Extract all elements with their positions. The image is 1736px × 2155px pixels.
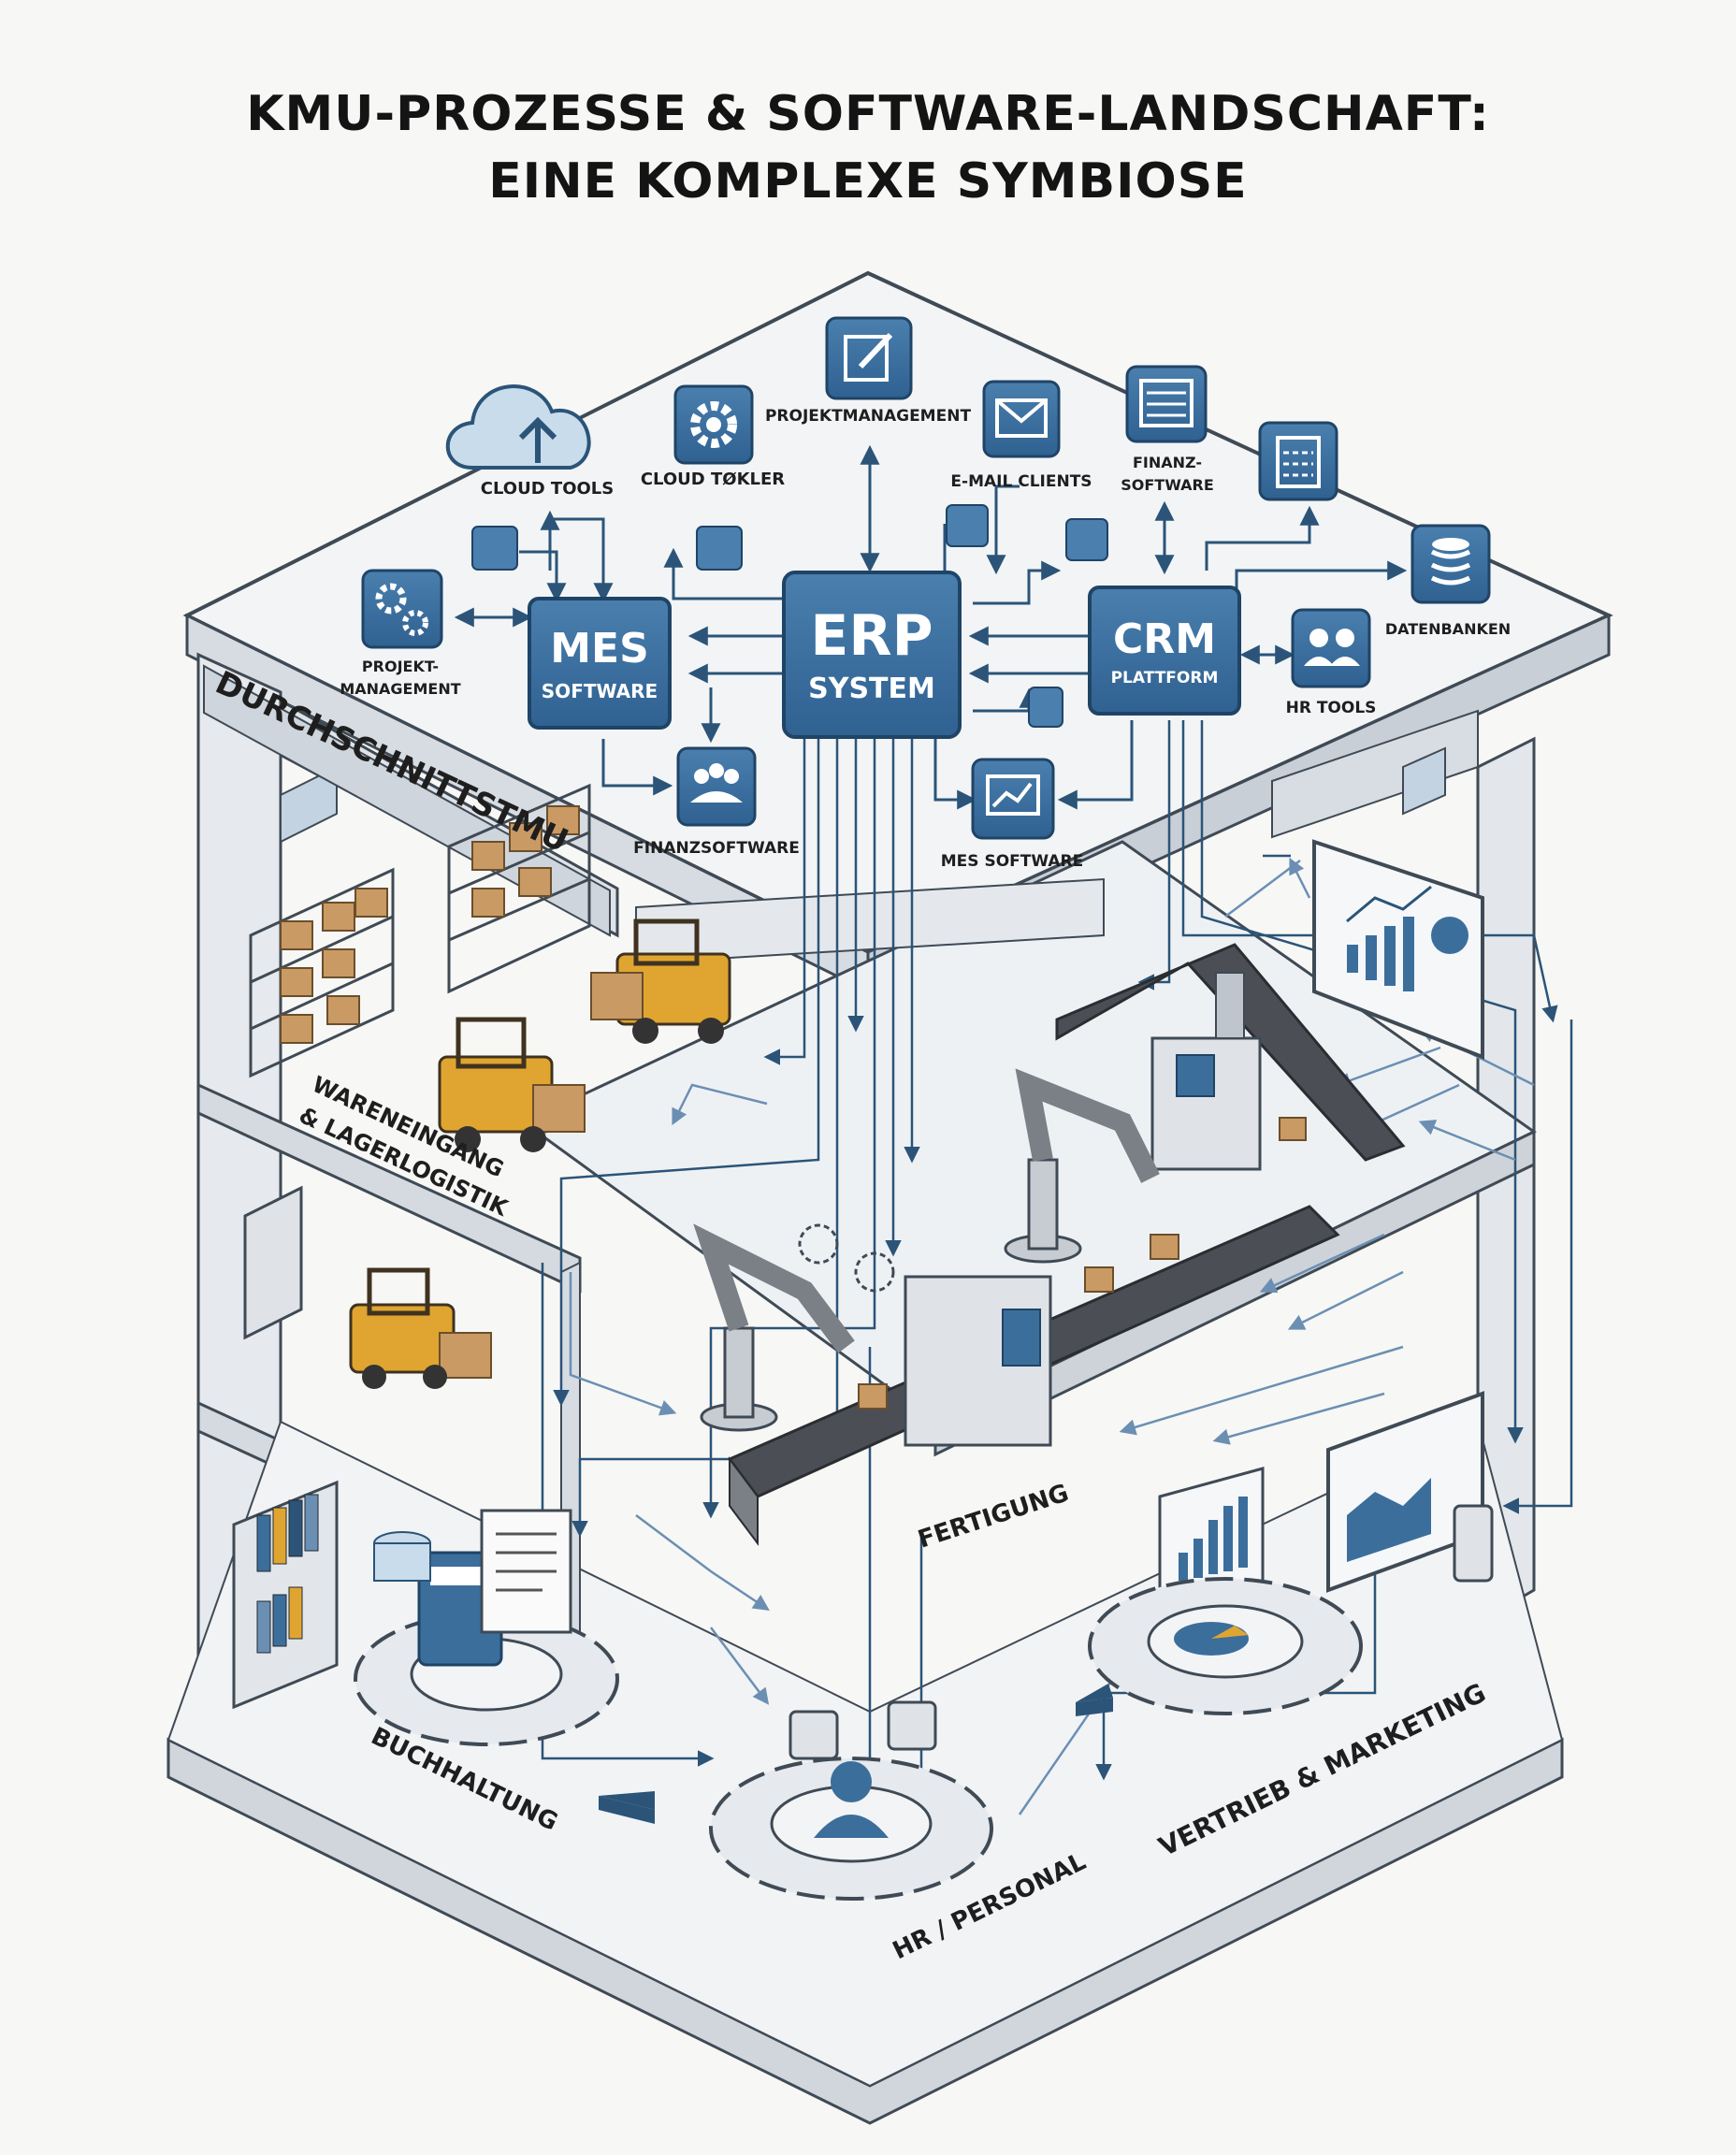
calculator-icon[interactable] (1258, 421, 1338, 501)
title-line-2: EINE KOMPLEXE SYMBIOSE (488, 153, 1248, 210)
cloud-upload-icon[interactable] (445, 384, 591, 470)
forklift-icon (349, 918, 731, 1389)
accounting-gear (354, 1509, 619, 1746)
crm-label-line2: PLATTFORM (1111, 669, 1219, 687)
erp-label-line2: SYSTEM (808, 673, 935, 705)
crm-label-line1: CRM (1113, 615, 1216, 663)
mes-label-line2: SOFTWARE (542, 680, 658, 702)
erp-label-line1: ERP (810, 603, 933, 669)
title-line-1: KMU-PROZESSE & SOFTWARE-LANDSCHAFT: (246, 86, 1490, 142)
label-cloud-tokler: CLOUD TØKLER (641, 470, 785, 489)
small-sync-icon (471, 504, 1108, 728)
warehouse-shelves (249, 783, 591, 1078)
users-icon[interactable] (1291, 608, 1371, 688)
label-finanz-line1: FINANZ- (1133, 454, 1202, 471)
gear-icon[interactable] (673, 384, 754, 465)
database-icon[interactable] (1410, 524, 1491, 604)
label-mes-software-small: MES SOFTWARE (941, 852, 1083, 871)
label-projekt-left-line1: PROJEKT- (362, 658, 439, 675)
crm-platform-box[interactable]: CRM PLATTFORM (1088, 586, 1241, 716)
roof-labels: CLOUD TOOLS CLOUD TØKLER PROJEKTMANAGEME… (340, 407, 1511, 871)
erp-system-box[interactable]: ERP SYSTEM (782, 571, 962, 739)
label-finanz-line2: SOFTWARE (1121, 476, 1214, 494)
label-projektmanagement-top: PROJEKTMANAGEMENT (765, 407, 971, 426)
label-finanzsoftware: FINANZSOFTWARE (633, 839, 800, 858)
mail-icon[interactable] (982, 380, 1061, 458)
robot-arm-icon (693, 1068, 1160, 1432)
accounting-shelf (232, 1480, 339, 1710)
label-projekt-left-line2: MANAGEMENT (340, 680, 460, 698)
finance-window-icon[interactable] (1125, 365, 1208, 443)
gears-icon[interactable] (361, 569, 443, 649)
flow-arrows (599, 1684, 1113, 1824)
label-production: FERTIGUNG (915, 1479, 1072, 1554)
hr-gear (709, 1700, 993, 1901)
label-datenbanken: DATENBANKEN (1385, 620, 1511, 638)
conveyor-icon (727, 943, 1406, 1546)
mes-label-line1: MES (550, 625, 649, 673)
label-hr-tools: HR TOOLS (1286, 699, 1377, 717)
edit-icon[interactable] (825, 316, 913, 400)
label-email-clients: E-MAIL CLIENTS (950, 472, 1092, 491)
chart-screen-icon[interactable] (971, 758, 1055, 840)
team-icon[interactable] (676, 746, 757, 827)
label-cloud-tools: CLOUD TOOLS (481, 479, 614, 499)
mes-software-box[interactable]: MES SOFTWARE (528, 597, 672, 730)
sales-gear (1088, 1577, 1363, 1715)
